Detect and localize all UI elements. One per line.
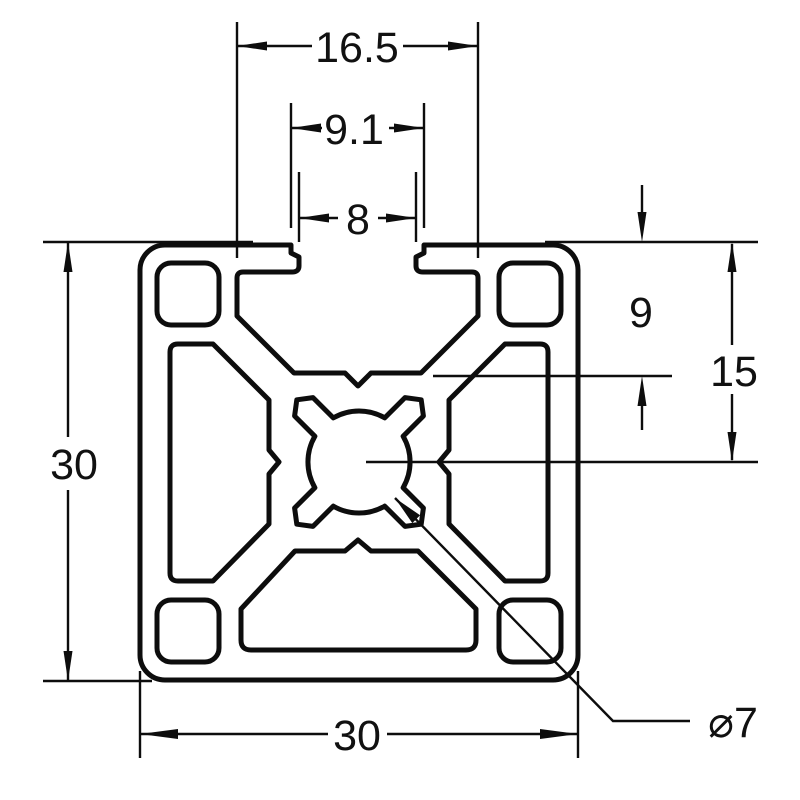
center-bore bbox=[292, 395, 426, 529]
arrowhead-down bbox=[63, 651, 73, 681]
corner-hole-top-left bbox=[154, 260, 222, 328]
corner-hole-bottom-right bbox=[496, 597, 564, 665]
corner-hole-top-right bbox=[496, 260, 564, 328]
dim-label-profile-height: 30 bbox=[50, 441, 98, 489]
arrowhead-down bbox=[637, 212, 647, 242]
arrowhead-left bbox=[237, 41, 267, 51]
dim-slot-depth: 9 bbox=[629, 185, 653, 430]
dim-label-bore-center-from-top: 15 bbox=[710, 348, 758, 396]
arrowhead-down bbox=[727, 432, 737, 462]
dim-profile-width: 30 bbox=[140, 712, 578, 760]
dim-slot-lip-width: 9.1 bbox=[291, 106, 424, 154]
bottom-cavity bbox=[238, 537, 479, 653]
dim-bore-center-from-top: 15 bbox=[710, 242, 758, 462]
dim-label-slot-lip-width: 9.1 bbox=[324, 106, 384, 154]
dim-label-slot-opening-width: 8 bbox=[346, 196, 370, 244]
extension-lines bbox=[43, 22, 758, 758]
arrowhead-up bbox=[637, 376, 647, 406]
arrowhead-left bbox=[291, 123, 321, 133]
leader-line bbox=[394, 497, 690, 723]
dim-slot-cavity-width: 16.5 bbox=[237, 24, 478, 72]
leader-bore-diameter: ⌀7 bbox=[394, 497, 758, 747]
arrowhead-up bbox=[63, 242, 73, 272]
arrowhead-right bbox=[394, 123, 424, 133]
dim-label-slot-cavity-width: 16.5 bbox=[315, 24, 399, 72]
dim-label-profile-width: 30 bbox=[333, 712, 381, 760]
corner-hole-bottom-left bbox=[154, 597, 222, 665]
arrowhead-up bbox=[727, 242, 737, 272]
dim-label-bore-diameter: ⌀7 bbox=[708, 699, 758, 747]
leader-arrowhead bbox=[395, 498, 421, 524]
dim-profile-height: 30 bbox=[50, 242, 98, 681]
dim-slot-opening-width: 8 bbox=[299, 196, 416, 244]
left-cavity bbox=[167, 341, 282, 584]
arrowhead-right bbox=[386, 213, 416, 223]
arrowhead-left bbox=[299, 213, 329, 223]
arrowhead-left bbox=[140, 729, 178, 739]
arrowhead-right bbox=[540, 729, 578, 739]
dim-label-slot-depth: 9 bbox=[629, 289, 653, 337]
arrowhead-right bbox=[448, 41, 478, 51]
